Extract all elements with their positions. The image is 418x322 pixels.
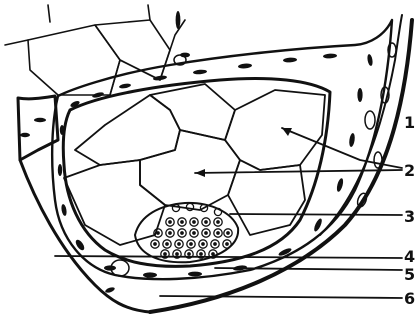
pointer-line-4	[55, 256, 402, 258]
phloem-cell-dot	[176, 253, 178, 255]
pointer-line-2	[195, 170, 402, 173]
vessel-cell-top	[150, 84, 235, 140]
phloem-cell-dot	[178, 243, 180, 245]
label-1: 1	[404, 113, 415, 132]
phloem-cell-dot	[164, 253, 166, 255]
pointer-arrowheads	[195, 128, 292, 177]
vessel-cell-lower-left	[64, 160, 165, 245]
phloem-cell-dot	[190, 243, 192, 245]
label-4: 4	[404, 247, 415, 266]
pointer-line-6	[160, 296, 402, 298]
outer-tissue-left	[20, 160, 150, 312]
label-3: 3	[404, 207, 415, 226]
phloem-cell-dot	[193, 221, 195, 223]
phloem-cell-dot	[202, 243, 204, 245]
phloem-cell-dot	[205, 232, 207, 234]
label-6: 6	[404, 289, 415, 308]
vessel-cell-right	[225, 90, 325, 170]
phloem-cell-dot	[217, 221, 219, 223]
phloem-cell-dot	[214, 243, 216, 245]
phloem-cell	[186, 203, 193, 210]
sheath-fiber-cells	[20, 11, 373, 294]
label-2: 2	[404, 161, 415, 180]
phloem-cell-dot	[217, 232, 219, 234]
phloem-cell-dot	[188, 253, 190, 255]
bundle-sheath-outer	[52, 20, 392, 279]
phloem-cell-dot	[226, 243, 228, 245]
phloem-cell-dot	[193, 232, 195, 234]
phloem-cell-dot	[212, 253, 214, 255]
phloem-cell-dot	[200, 253, 202, 255]
phloem-cell-dot	[181, 221, 183, 223]
phloem-cell-dot	[157, 232, 159, 234]
label-5: 5	[404, 265, 415, 284]
phloem-cell	[172, 204, 179, 211]
phloem-cell-dot	[154, 243, 156, 245]
phloem-cell-dot	[205, 221, 207, 223]
outer-cell-b	[95, 20, 170, 80]
phloem-cell-dot	[181, 232, 183, 234]
phloem-cell-dot	[166, 243, 168, 245]
phloem-cell-dot	[227, 232, 229, 234]
phloem-cell-dot	[169, 221, 171, 223]
outer-cell-a	[28, 25, 120, 95]
phloem-cell-dot	[169, 232, 171, 234]
pointer-line-3	[230, 214, 402, 215]
outer-cell-edge	[5, 5, 150, 45]
